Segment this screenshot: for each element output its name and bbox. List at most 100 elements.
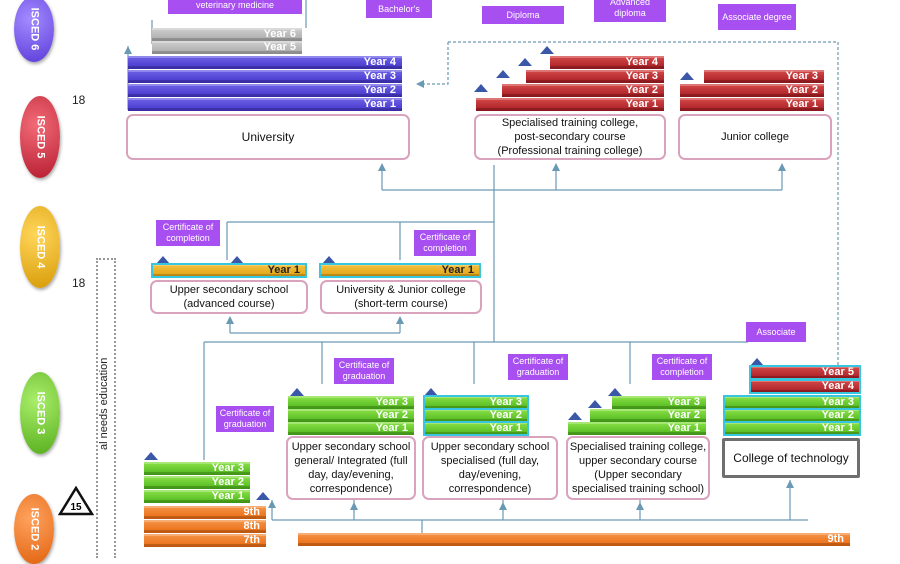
entry-triangle-icon: [518, 58, 532, 66]
secondary-year-1: Year 1: [144, 490, 250, 503]
box-line: specialised (full day,: [440, 455, 540, 467]
specialised-upper-secondary-box: Specialised training college, upper seco…: [566, 436, 710, 500]
specialised-year-1: Year 1: [476, 98, 664, 111]
tech-year-3: Year 3: [723, 395, 861, 410]
box-line: upper secondary course: [578, 455, 697, 467]
upper-general-year-1: Year 1: [288, 422, 414, 435]
box-line: post-secondary course: [514, 131, 626, 143]
diploma-tag: Diploma: [482, 6, 564, 24]
connector-lines: [124, 0, 839, 533]
entry-triangle-icon: [256, 492, 270, 500]
special-needs-frame: al needs education: [96, 258, 116, 558]
box-line: Upper secondary school: [169, 284, 289, 296]
associate-tag: Associate: [746, 322, 806, 342]
box-line: Specialised training college,: [501, 117, 639, 129]
tech-year-1: Year 1: [723, 421, 861, 436]
tech-year-2: Year 2: [723, 408, 861, 423]
certificate-completion-tag: Certificate of completion: [156, 220, 220, 246]
special-needs-label: al needs education: [98, 357, 110, 450]
veterinary-medicine-tag: veterinary medicine: [168, 0, 302, 14]
entry-triangle-icon: [540, 46, 554, 54]
university-short-term-box: University & Junior college (short-term …: [320, 280, 482, 314]
entry-triangle-icon: [156, 256, 170, 264]
junior-year-3: Year 3: [704, 70, 824, 83]
advanced-diploma-tag: Advanced diploma: [594, 0, 666, 22]
specialised-year-4: Year 4: [550, 56, 664, 69]
box-line: correspondence): [309, 483, 393, 495]
entry-triangle-icon: [608, 388, 622, 396]
isced-3-badge: ISCED 3: [20, 372, 60, 454]
spec-upper-year-3: Year 3: [612, 396, 706, 409]
upper-specialised-year-2: Year 2: [423, 408, 529, 423]
secondary-year-2: Year 2: [144, 476, 250, 489]
tech-year-5: Year 5: [749, 365, 861, 380]
secondary-year-3: Year 3: [144, 462, 250, 475]
box-line: general/ Integrated (full: [294, 455, 408, 467]
entry-triangle-icon: [322, 256, 336, 264]
university-year-5: Year 5: [152, 41, 302, 54]
specialised-year-2: Year 2: [502, 84, 664, 97]
grade-7th: 7th: [144, 534, 266, 547]
isced-2-badge: ISCED 2: [14, 494, 54, 564]
upper-secondary-advanced-box: Upper secondary school (advanced course): [150, 280, 308, 314]
box-line: (Upper secondary: [594, 469, 682, 481]
box-line: day/evening,: [458, 469, 522, 481]
certificate-graduation-tag: Certificate of graduation: [216, 406, 274, 432]
certificate-graduation-tag: Certificate of graduation: [508, 354, 568, 380]
isced-5-badge: ISCED 5: [20, 96, 60, 178]
entry-triangle-icon: [588, 400, 602, 408]
box-line: correspondence): [448, 483, 532, 495]
entry-triangle-icon: [568, 412, 582, 420]
upper-advanced-year-1: Year 1: [151, 263, 307, 278]
entry-triangle-icon: [496, 70, 510, 78]
upper-general-year-3: Year 3: [288, 396, 414, 409]
university-box: University: [126, 114, 410, 160]
box-line: day, day/evening,: [308, 469, 394, 481]
box-line: Specialised training college,: [569, 441, 707, 453]
grade-9th: 9th: [144, 506, 266, 519]
bachelors-tag: Bachelor's: [366, 0, 432, 18]
entry-triangle-icon: [144, 452, 158, 460]
associate-degree-tag: Associate degree: [718, 4, 796, 30]
box-line: (short-term course): [354, 298, 448, 310]
university-year-3: Year 3: [128, 70, 402, 83]
age-label: 18: [72, 276, 86, 290]
upper-secondary-specialised-box: Upper secondary school specialised (full…: [422, 436, 558, 500]
box-line: Upper secondary school: [430, 441, 550, 453]
university-year-2: Year 2: [128, 84, 402, 97]
box-line: (advanced course): [183, 298, 275, 310]
marker-15-text: 15: [70, 502, 82, 513]
specialised-year-3: Year 3: [526, 70, 664, 83]
entry-triangle-icon: [290, 388, 304, 396]
tech-year-4: Year 4: [749, 379, 861, 394]
box-line: Upper secondary school: [291, 441, 411, 453]
triangle-15-marker: [58, 486, 94, 516]
upper-specialised-year-3: Year 3: [423, 395, 529, 410]
certificate-completion-tag: Certificate of completion: [414, 230, 476, 256]
grade-9th-wide: 9th: [298, 533, 850, 546]
college-of-technology-box: College of technology: [722, 438, 860, 478]
box-line: specialised training school): [571, 483, 705, 495]
box-line: University & Junior college: [336, 284, 466, 296]
upper-secondary-general-box: Upper secondary school general/ Integrat…: [286, 436, 416, 500]
entry-triangle-icon: [680, 72, 694, 80]
certificate-graduation-tag: Certificate of graduation: [334, 358, 394, 384]
spec-upper-year-2: Year 2: [590, 409, 706, 422]
isced-4-badge: ISCED 4: [20, 206, 60, 288]
junior-year-2: Year 2: [680, 84, 824, 97]
grade-8th: 8th: [144, 520, 266, 533]
junior-college-box: Junior college: [678, 114, 832, 160]
isced-6-badge: ISCED 6: [14, 0, 54, 62]
upper-general-year-2: Year 2: [288, 409, 414, 422]
age-label: 18: [72, 93, 86, 107]
specialised-post-box: Specialised training college, post-secon…: [474, 114, 666, 160]
entry-triangle-icon: [474, 84, 488, 92]
entry-triangle-icon: [230, 256, 244, 264]
university-year-1: Year 1: [128, 98, 402, 111]
certificate-completion-tag: Certificate of completion: [652, 354, 712, 380]
junior-year-1: Year 1: [680, 98, 824, 111]
entry-triangle-icon: [424, 388, 438, 396]
university-year-4: Year 4: [128, 56, 402, 69]
spec-upper-year-1: Year 1: [568, 422, 706, 435]
upper-specialised-year-1: Year 1: [423, 421, 529, 436]
